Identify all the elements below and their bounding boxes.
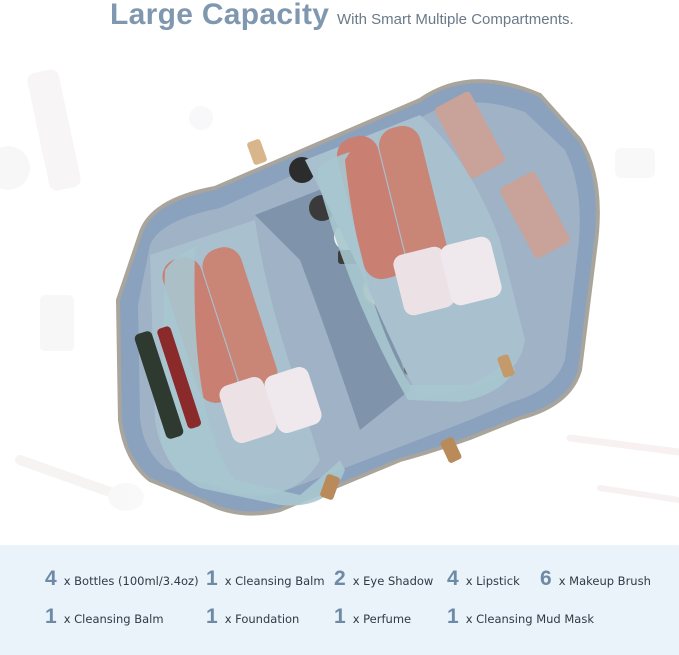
legend-item: 6 x Makeup Brush — [540, 567, 651, 591]
legend-item: 1 x Perfume — [334, 605, 411, 629]
product-photo — [0, 40, 679, 545]
item-label: x Foundation — [224, 612, 300, 626]
legend-item: 1 x Cleansing Mud Mask — [447, 605, 594, 629]
item-label: x Bottles (100ml/3.4oz) — [63, 574, 199, 588]
item-count: 6 — [540, 567, 552, 590]
item-label: x Lipstick — [465, 574, 520, 588]
item-label: x Makeup Brush — [558, 574, 651, 588]
item-label: x Perfume — [352, 612, 412, 626]
item-count: 1 — [447, 605, 459, 628]
page-subtitle: With Smart Multiple Compartments. — [337, 11, 574, 28]
item-count: 1 — [45, 605, 57, 628]
legend-item: 1 x Foundation — [206, 605, 299, 629]
item-count: 4 — [447, 567, 459, 590]
legend-item: 4 x Bottles (100ml/3.4oz) — [45, 567, 199, 591]
item-count: 1 — [334, 605, 346, 628]
item-count: 1 — [206, 567, 218, 590]
item-count: 1 — [206, 605, 218, 628]
legend-item: 2 x Eye Shadow — [334, 567, 433, 591]
item-label: x Eye Shadow — [352, 574, 434, 588]
item-count: 4 — [45, 567, 57, 590]
background-props — [0, 69, 679, 511]
item-count: 2 — [334, 567, 346, 590]
header: Large Capacity With Smart Multiple Compa… — [0, 0, 679, 40]
contents-legend: 4 x Bottles (100ml/3.4oz) 1 x Cleansing … — [0, 545, 679, 655]
page-title: Large Capacity — [110, 0, 330, 31]
legend-item: 4 x Lipstick — [447, 567, 520, 591]
item-label: x Cleansing Balm — [63, 612, 164, 626]
item-label: x Cleansing Mud Mask — [465, 612, 595, 626]
legend-item: 1 x Cleansing Balm — [45, 605, 164, 629]
legend-item: 1 x Cleansing Balm — [206, 567, 325, 591]
item-label: x Cleansing Balm — [224, 574, 325, 588]
